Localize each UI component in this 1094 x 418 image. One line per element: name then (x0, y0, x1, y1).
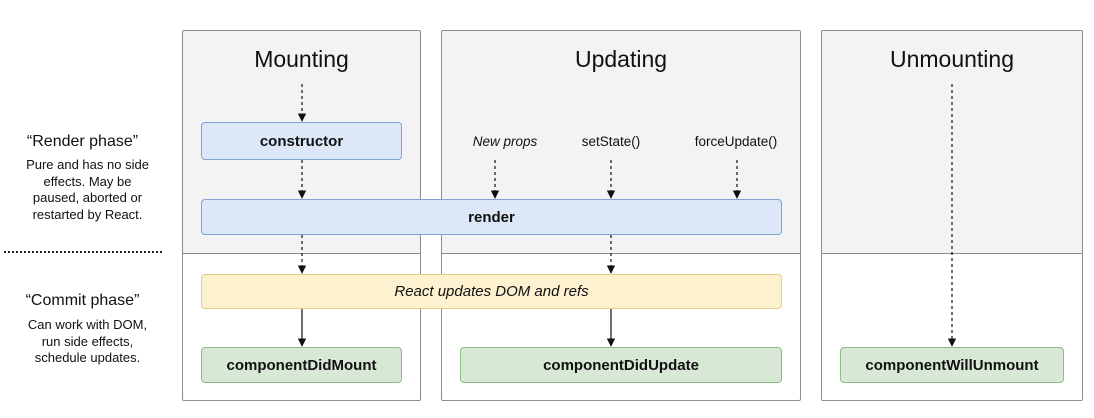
render-phase-description: Pure and has no side effects. May be pau… (0, 157, 175, 223)
react-updates-dom-box: React updates DOM and refs (201, 274, 782, 309)
commit-phase-description: Can work with DOM, run side effects, sch… (0, 317, 175, 367)
constructor-box: constructor (201, 122, 402, 160)
phase-divider (4, 251, 162, 253)
render-phase-line: effects. May be (43, 173, 132, 189)
new-props-label: New props (472, 134, 538, 149)
component-did-update-box: componentDidUpdate (460, 347, 782, 383)
commit-phase-title: “Commit phase” (25, 292, 140, 309)
set-state-label: setState() (581, 134, 641, 149)
unmounting-title: Unmounting (889, 46, 1015, 72)
render-box: render (201, 199, 782, 235)
updating-title: Updating (574, 46, 668, 72)
render-phase-line: Pure and has no side (26, 157, 149, 172)
render-phase-title: “Render phase” (26, 133, 139, 150)
force-update-label: forceUpdate() (694, 134, 778, 149)
component-will-unmount-box: componentWillUnmount (840, 347, 1064, 383)
commit-phase-line: run side effects, (41, 333, 134, 349)
commit-phase-line: Can work with DOM, (27, 317, 148, 332)
commit-phase-line: schedule updates. (34, 350, 141, 365)
component-did-mount-box: componentDidMount (201, 347, 402, 383)
render-phase-line: restarted by React. (32, 206, 143, 222)
unmounting-column (821, 30, 1083, 401)
render-phase-line: paused, aborted or (32, 190, 143, 205)
mounting-title: Mounting (254, 46, 349, 72)
